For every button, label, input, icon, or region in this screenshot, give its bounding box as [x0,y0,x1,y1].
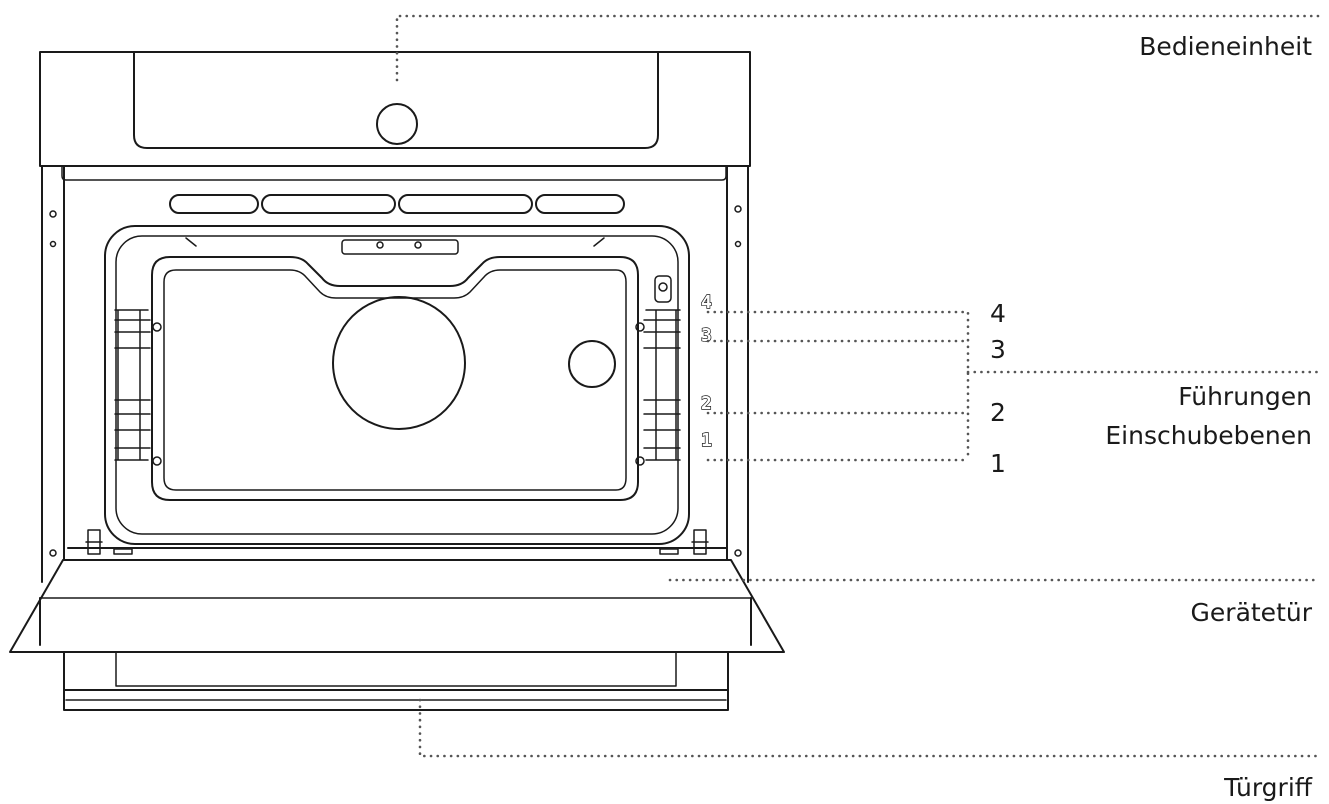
door-hinges [67,529,727,555]
label-handle: Türgriff [1223,773,1313,802]
shelf-mark-2: 2 [701,393,712,414]
level-4-leader [706,310,970,462]
shelf-mark-4: 4 [701,292,712,313]
shelf-mark-3: 3 [701,325,712,346]
oven-light [568,340,616,388]
handle-leader [418,698,1320,758]
oven-door [9,559,785,691]
door-handle [63,689,729,711]
oven-body: 4 3 2 1 [9,51,785,711]
shelf-level-4: 4 [990,299,1006,328]
label-rails-line1: Führungen [1178,382,1312,411]
label-door: Gerätetür [1191,598,1313,627]
callout-labels: Bedieneinheit 4 3 2 1 Führungen Einschub… [990,32,1313,802]
side-walls [41,165,749,583]
label-rails-line2: Einschubebenen [1105,421,1312,450]
oven-cavity [104,225,690,545]
right-shelf-rail [635,309,681,466]
control-panel [39,51,751,181]
shelf-level-2: 2 [990,398,1006,427]
shelf-level-1: 1 [990,449,1006,478]
control-unit-leader [395,14,1320,82]
left-shelf-rail [114,309,162,466]
shelf-level-marks: 4 3 2 1 [700,291,712,451]
shelf-mark-1: 1 [701,430,712,451]
label-control-unit: Bedieneinheit [1139,32,1312,61]
vent-slots [169,194,625,214]
shelf-level-3: 3 [990,335,1006,364]
control-knob [376,103,418,145]
callout-lines [395,14,1320,758]
fan-cover [332,296,466,430]
